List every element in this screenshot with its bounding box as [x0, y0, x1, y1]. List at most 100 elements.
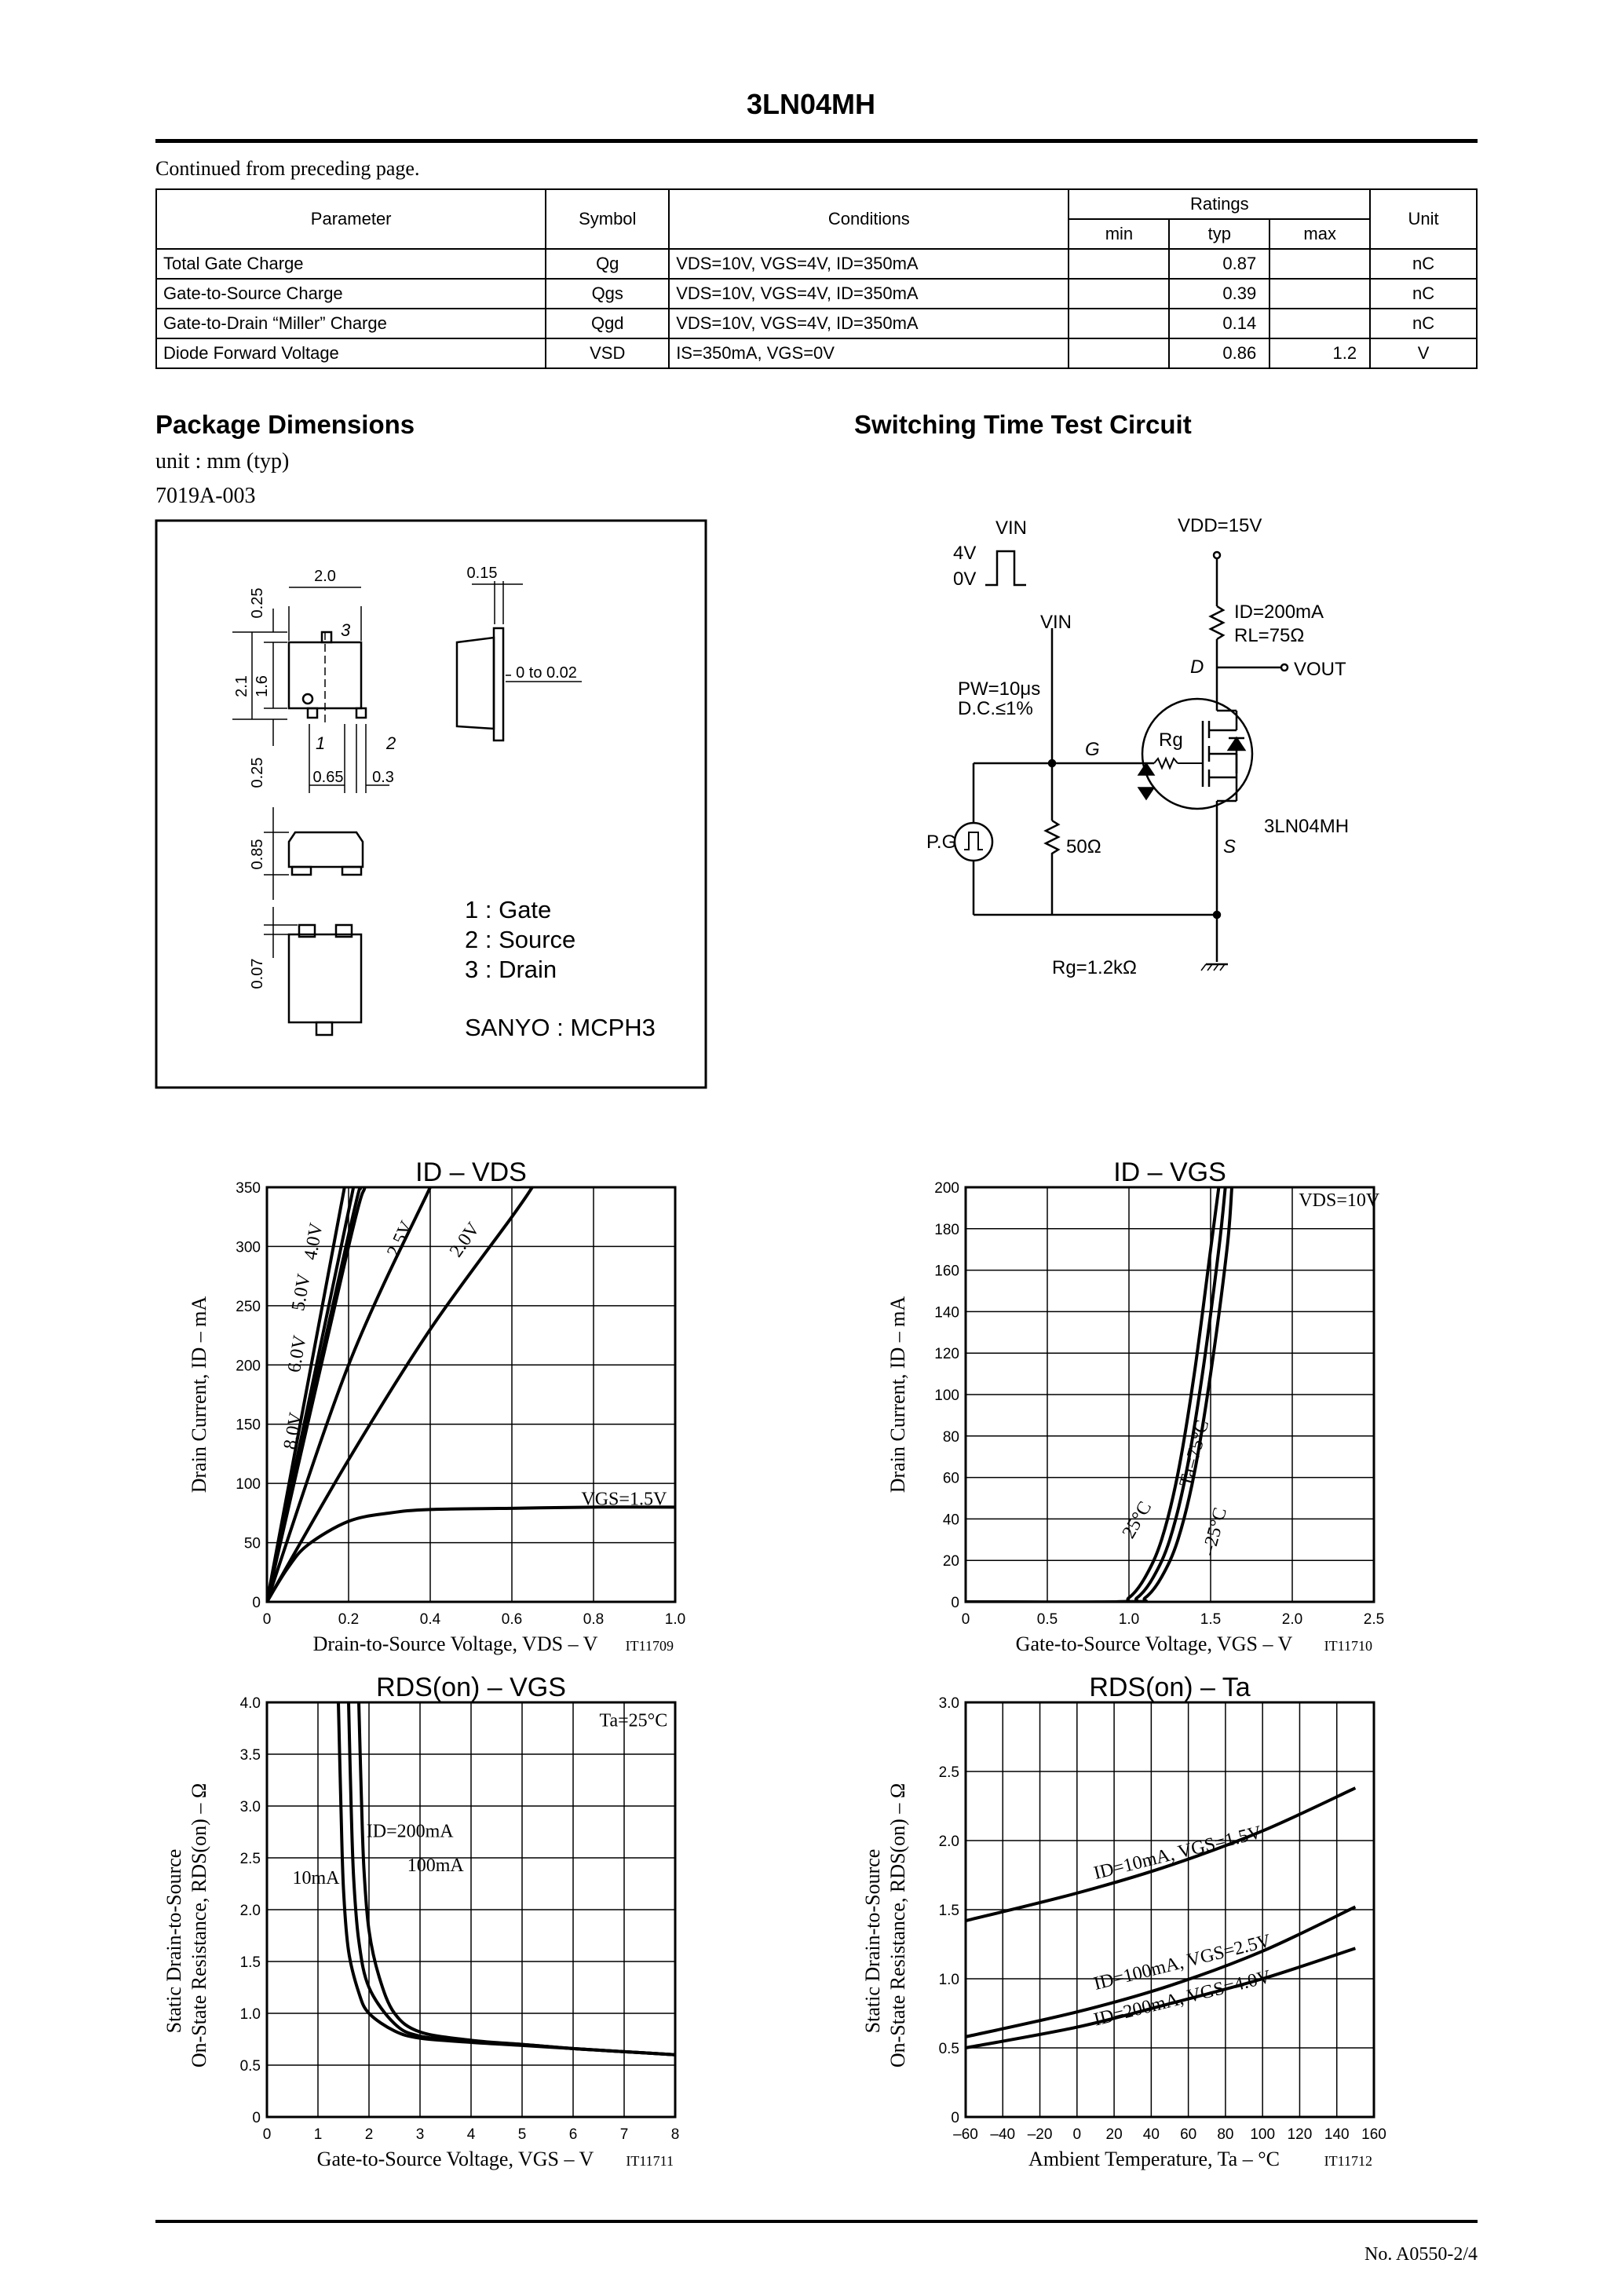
figure-code: IT11709: [626, 1638, 674, 1654]
cell-unit: nC: [1369, 308, 1478, 339]
y-tick-label: 250: [236, 1299, 261, 1315]
input-pulse: [985, 550, 1026, 587]
x-tick-label: 4: [467, 2126, 476, 2143]
series-label: 25°C: [1119, 1498, 1156, 1542]
rg-internal-label: Rg: [1159, 729, 1183, 751]
series-line: [966, 1786, 1357, 1923]
x-tick-label: 2.0: [1282, 1611, 1302, 1628]
y-tick-label: 100: [236, 1476, 261, 1493]
y-tick-label: 200: [934, 1180, 959, 1197]
chart-title: RDS(on) – VGS: [376, 1673, 566, 1702]
y-tick-label: 60: [943, 1471, 959, 1487]
chart-note: Ta=25°C: [599, 1710, 667, 1731]
pin-source: 2 : Source: [465, 926, 575, 953]
x-tick-label: 0: [263, 2126, 272, 2143]
dim-lead-thickness: 0.07: [249, 959, 266, 989]
vdd-label: VDD=15V: [1178, 515, 1262, 536]
cell-symbol: VSD: [545, 338, 670, 369]
dim-bottom: 0.25: [249, 758, 266, 788]
header-rule: [155, 139, 1478, 143]
header-symbol: Symbol: [545, 188, 670, 250]
x-tick-label: 6: [569, 2126, 578, 2143]
package-frame: [155, 519, 707, 1089]
cell-min: [1068, 248, 1171, 280]
y-axis-label: Drain Current, ID – mA: [886, 1296, 909, 1493]
x-tick-label: –60: [953, 2126, 978, 2143]
y-tick-label: 50: [244, 1536, 261, 1552]
pg-label: P.G: [926, 832, 956, 853]
x-tick-label: 0.2: [338, 1611, 359, 1628]
pin-g-label: G: [1085, 739, 1100, 760]
table-row: Total Gate Charge Qg VDS=10V, VGS=4V, ID…: [155, 248, 1478, 280]
cell-conditions: VDS=10V, VGS=4V, ID=350mA: [668, 248, 1070, 280]
rl-label: RL=75Ω: [1234, 625, 1304, 646]
cell-parameter: Gate-to-Drain “Miller” Charge: [155, 308, 547, 339]
package-unit: unit : mm (typ): [155, 449, 290, 473]
y-tick-label: 2.5: [939, 1764, 959, 1781]
pin-number-3: 3: [341, 620, 351, 640]
cell-min: [1068, 278, 1171, 309]
load-resistor: [1208, 605, 1226, 641]
v-low: 0V: [953, 569, 976, 590]
x-tick-label: 1.0: [665, 1611, 685, 1628]
plot-frame: [265, 1186, 677, 1603]
series-label: 100mA: [407, 1855, 465, 1876]
y-tick-label: 1.0: [939, 1972, 959, 1988]
cell-conditions: VDS=10V, VGS=4V, ID=350mA: [668, 278, 1070, 309]
plot-frame: [964, 1186, 1375, 1603]
series-label: 4.0V: [301, 1221, 327, 1262]
mosfet-symbol: [1141, 697, 1254, 810]
vin-label-1: VIN: [995, 517, 1027, 539]
package-drawing: 2.0 0.15 0 to 0.02 0.65 0.3 0.25 2.1 1.6…: [155, 519, 707, 1089]
cell-min: [1068, 308, 1171, 339]
pin-drain: 3 : Drain: [465, 956, 557, 983]
chart-note: VDS=10V: [1299, 1190, 1380, 1211]
y-tick-label: 3.5: [240, 1747, 261, 1764]
header-conditions: Conditions: [668, 188, 1070, 250]
v-high: 4V: [953, 543, 976, 564]
x-tick-label: 0: [1073, 2126, 1082, 2143]
y-axis-label-1: Static Drain-to-Source: [163, 1849, 185, 2034]
header-parameter: Parameter: [155, 188, 547, 250]
y-axis-label-2: On-State Resistance, RDS(on) – Ω: [886, 1783, 909, 2067]
cell-max: 1.2: [1269, 338, 1372, 369]
series-line: [966, 1187, 1234, 1602]
x-axis-label: Ambient Temperature, Ta – °C: [1028, 2148, 1280, 2170]
y-tick-label: 300: [236, 1239, 261, 1256]
series-label: ID=200mA: [367, 1822, 455, 1842]
y-tick-label: 200: [236, 1358, 261, 1374]
cell-typ: 0.87: [1168, 248, 1271, 280]
y-tick-label: 40: [943, 1512, 959, 1528]
table-row: Gate-to-Source Charge Qgs VDS=10V, VGS=4…: [155, 278, 1478, 309]
y-tick-label: 0: [951, 2110, 959, 2126]
cell-unit: V: [1369, 338, 1478, 369]
plot-frame: [265, 1701, 677, 2119]
package-code: 7019A-003: [155, 484, 256, 508]
x-tick-label: 0.4: [420, 1611, 441, 1628]
x-axis-label: Drain-to-Source Voltage, VDS – V: [313, 1632, 598, 1655]
figure-code: IT11711: [626, 2153, 674, 2169]
dim-pitch: 0.65: [313, 769, 344, 786]
pin-d-label: D: [1190, 656, 1204, 678]
x-axis-label: Gate-to-Source Voltage, VGS – V: [317, 2148, 594, 2170]
series-line: [966, 1187, 1227, 1602]
table-row: Gate-to-Drain “Miller” Charge Qgd VDS=10…: [155, 308, 1478, 339]
x-tick-label: 0.8: [583, 1611, 604, 1628]
termination-resistor: [1043, 819, 1061, 856]
series-label: 5.0V: [288, 1272, 315, 1313]
plot-frame: [964, 1701, 1375, 2119]
chart-title: ID – VDS: [415, 1157, 527, 1187]
y-tick-label: 4.0: [240, 1695, 261, 1712]
x-tick-label: 1.0: [1119, 1611, 1139, 1628]
x-tick-label: 5: [518, 2126, 527, 2143]
y-axis-label-2: On-State Resistance, RDS(on) – Ω: [188, 1783, 210, 2067]
series-line: [357, 1702, 675, 2057]
x-tick-label: 120: [1288, 2126, 1313, 2143]
y-tick-label: 0: [252, 2110, 261, 2126]
cell-parameter: Total Gate Charge: [155, 248, 547, 280]
cell-unit: nC: [1369, 278, 1478, 309]
x-tick-label: 0.6: [502, 1611, 522, 1628]
page-title: 3LN04MH: [746, 88, 876, 120]
series-line: [347, 1702, 675, 2057]
